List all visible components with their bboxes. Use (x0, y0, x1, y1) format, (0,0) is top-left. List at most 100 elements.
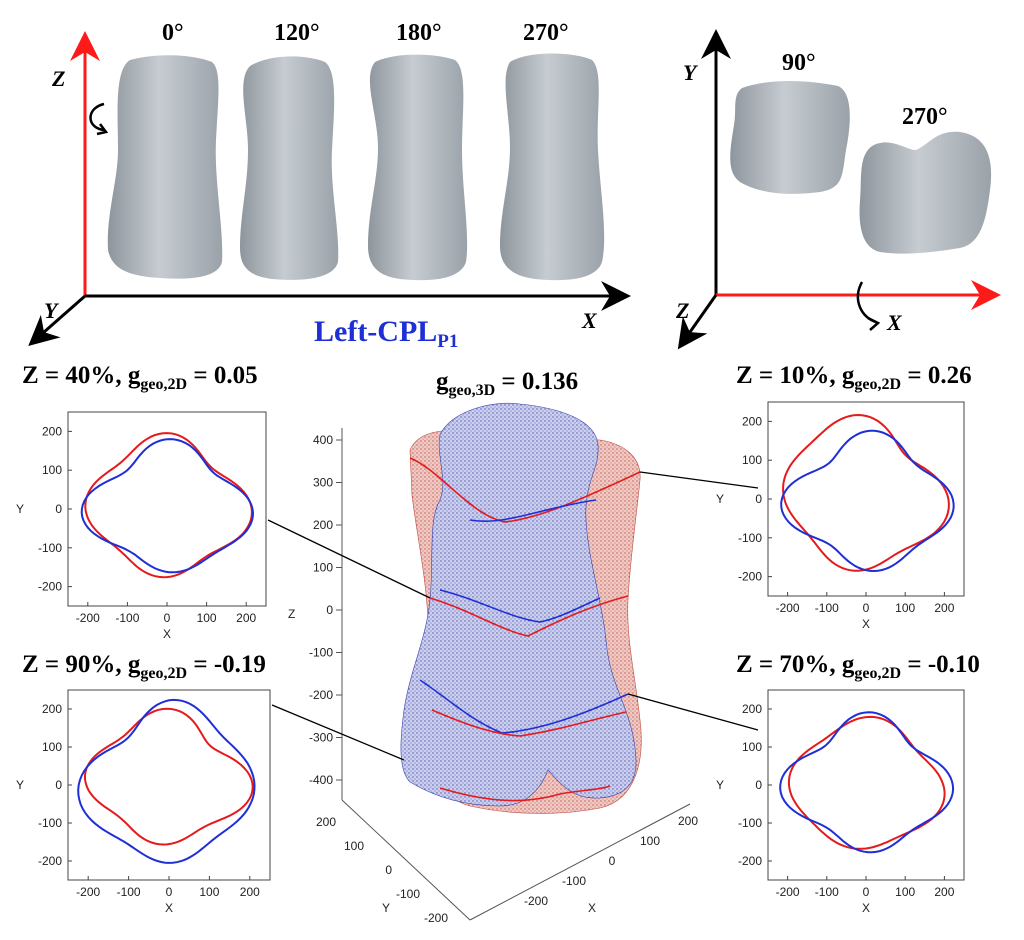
x-tick-label: 100 (640, 834, 660, 848)
y-tick-label: 200 (42, 424, 62, 438)
y-tick-label: 200 (742, 414, 762, 428)
y-tick-label: -200 (38, 854, 62, 868)
z-tick-label: -400 (309, 773, 333, 787)
y-tick-label: -200 (424, 911, 448, 925)
panel-title-sub: geo,2D (854, 376, 901, 393)
y-tick-label: 200 (742, 702, 762, 716)
y-axis-label: Y (16, 778, 24, 792)
y-axis-label: Y (382, 901, 390, 915)
angle-label: 0° (162, 20, 184, 46)
angle-label: 270° (523, 20, 569, 46)
panel-title: Z = 70%, ggeo,2D = -0.10 (736, 651, 980, 682)
y-tick-label: -100 (38, 816, 62, 830)
x-axis-label: X (165, 901, 173, 915)
angle-label: 90° (782, 50, 816, 76)
bone-view-0 (107, 55, 223, 279)
bone-view-120 (240, 56, 339, 280)
x-tick-label: 100 (197, 611, 217, 625)
leader-line-z90 (271, 704, 405, 761)
sample-name: Left-CPLP1 (314, 315, 458, 352)
rotation-arrowhead-icon (867, 316, 881, 331)
blue-contour (779, 711, 955, 854)
panel-title-sub: geo,2D (854, 665, 901, 682)
panel-title-pre: Z = 90%, g (22, 651, 141, 678)
contour-line-z10-red (409, 457, 641, 523)
y-tick-label: -100 (738, 531, 762, 545)
angle-label: 180° (396, 20, 442, 46)
panel-title: Z = 40%, ggeo,2D = 0.05 (22, 362, 258, 393)
panel-title-val: = -0.19 (187, 651, 266, 678)
z-tick-label: 300 (313, 476, 333, 490)
x-axis-label: X (581, 308, 598, 333)
y-tick-label: 100 (344, 839, 364, 853)
top-left-views: Z Y X 0° 120° 180° 270° Left-CPLP1 (28, 20, 631, 352)
rotation-arrowhead-icon (96, 123, 109, 136)
x-axis-label: X (886, 310, 903, 335)
panel-title-pre: Z = 40%, g (22, 362, 141, 389)
x-axis-line (469, 803, 691, 921)
contour-line-z90-red (439, 785, 611, 802)
contour-line-z40-red (429, 595, 629, 637)
y-tick-label: 100 (42, 740, 62, 754)
y-axis-label: Y (16, 502, 24, 516)
y-tick-label: 0 (755, 778, 762, 792)
x-tick-label: 200 (240, 885, 260, 899)
leader-line-z10 (639, 471, 759, 489)
x-tick-label: -200 (776, 885, 800, 899)
y-tick-label: 0 (55, 502, 62, 516)
z-axis-label: Z (675, 298, 689, 323)
y-axis-label: Y (683, 60, 699, 85)
bone-view-180 (368, 54, 468, 281)
z-tick-label: 100 (313, 561, 333, 575)
panel-title: Z = 90%, ggeo,2D = -0.19 (22, 651, 266, 682)
z-axis-label: Z (51, 66, 65, 91)
x-tick-label: 200 (678, 814, 698, 828)
blue-contour (780, 429, 955, 573)
y-tick-label: 200 (316, 815, 336, 829)
contour-line-z40-blue (439, 589, 601, 623)
panel-title-sub: geo,2D (140, 376, 187, 393)
leader-line-z70 (627, 693, 759, 731)
z-tick-label: -300 (309, 731, 333, 745)
x-tick-label: 0 (166, 885, 173, 899)
bone-view-270 (859, 131, 992, 254)
x-tick-label: -100 (115, 611, 139, 625)
y-tick-label: -100 (396, 887, 420, 901)
y-tick-label: 0 (55, 778, 62, 792)
x-tick-label: 0 (863, 601, 870, 615)
x-tick-label: -100 (117, 885, 141, 899)
z-axis-label: Z (288, 607, 295, 621)
panel-title-val: = 0.05 (187, 362, 258, 389)
panel-title-val: = -0.10 (901, 651, 980, 678)
plot-frame (67, 689, 271, 881)
x-tick-label: 200 (236, 611, 256, 625)
blue-contour (80, 438, 255, 574)
bone-view-90 (730, 81, 850, 194)
contour-line-z10-blue (469, 499, 597, 522)
leader-line-z40 (267, 519, 431, 599)
y-tick-label: -100 (738, 816, 762, 830)
x-axis-label: X (163, 627, 171, 641)
z-tick-label: 200 (313, 518, 333, 532)
panel-title-sub: geo,2D (140, 665, 187, 682)
z-tick-label: 400 (313, 433, 333, 447)
x-tick-label: -100 (562, 874, 586, 888)
y-tick-label: 0 (755, 492, 762, 506)
x-tick-label: -100 (815, 601, 839, 615)
x-tick-label: 0 (164, 611, 171, 625)
top-right-views: Y Z X 90° 270° (675, 29, 1001, 350)
y-tick-label: -200 (738, 570, 762, 584)
plot-frame (67, 411, 267, 607)
contour-line-z70-red (431, 709, 627, 737)
y-tick-label: 100 (42, 463, 62, 477)
rotation-arrow-icon (89, 102, 105, 132)
y-tick-label: 0 (385, 863, 392, 877)
z-tick-label: -200 (309, 688, 333, 702)
x-tick-label: 200 (934, 601, 954, 615)
